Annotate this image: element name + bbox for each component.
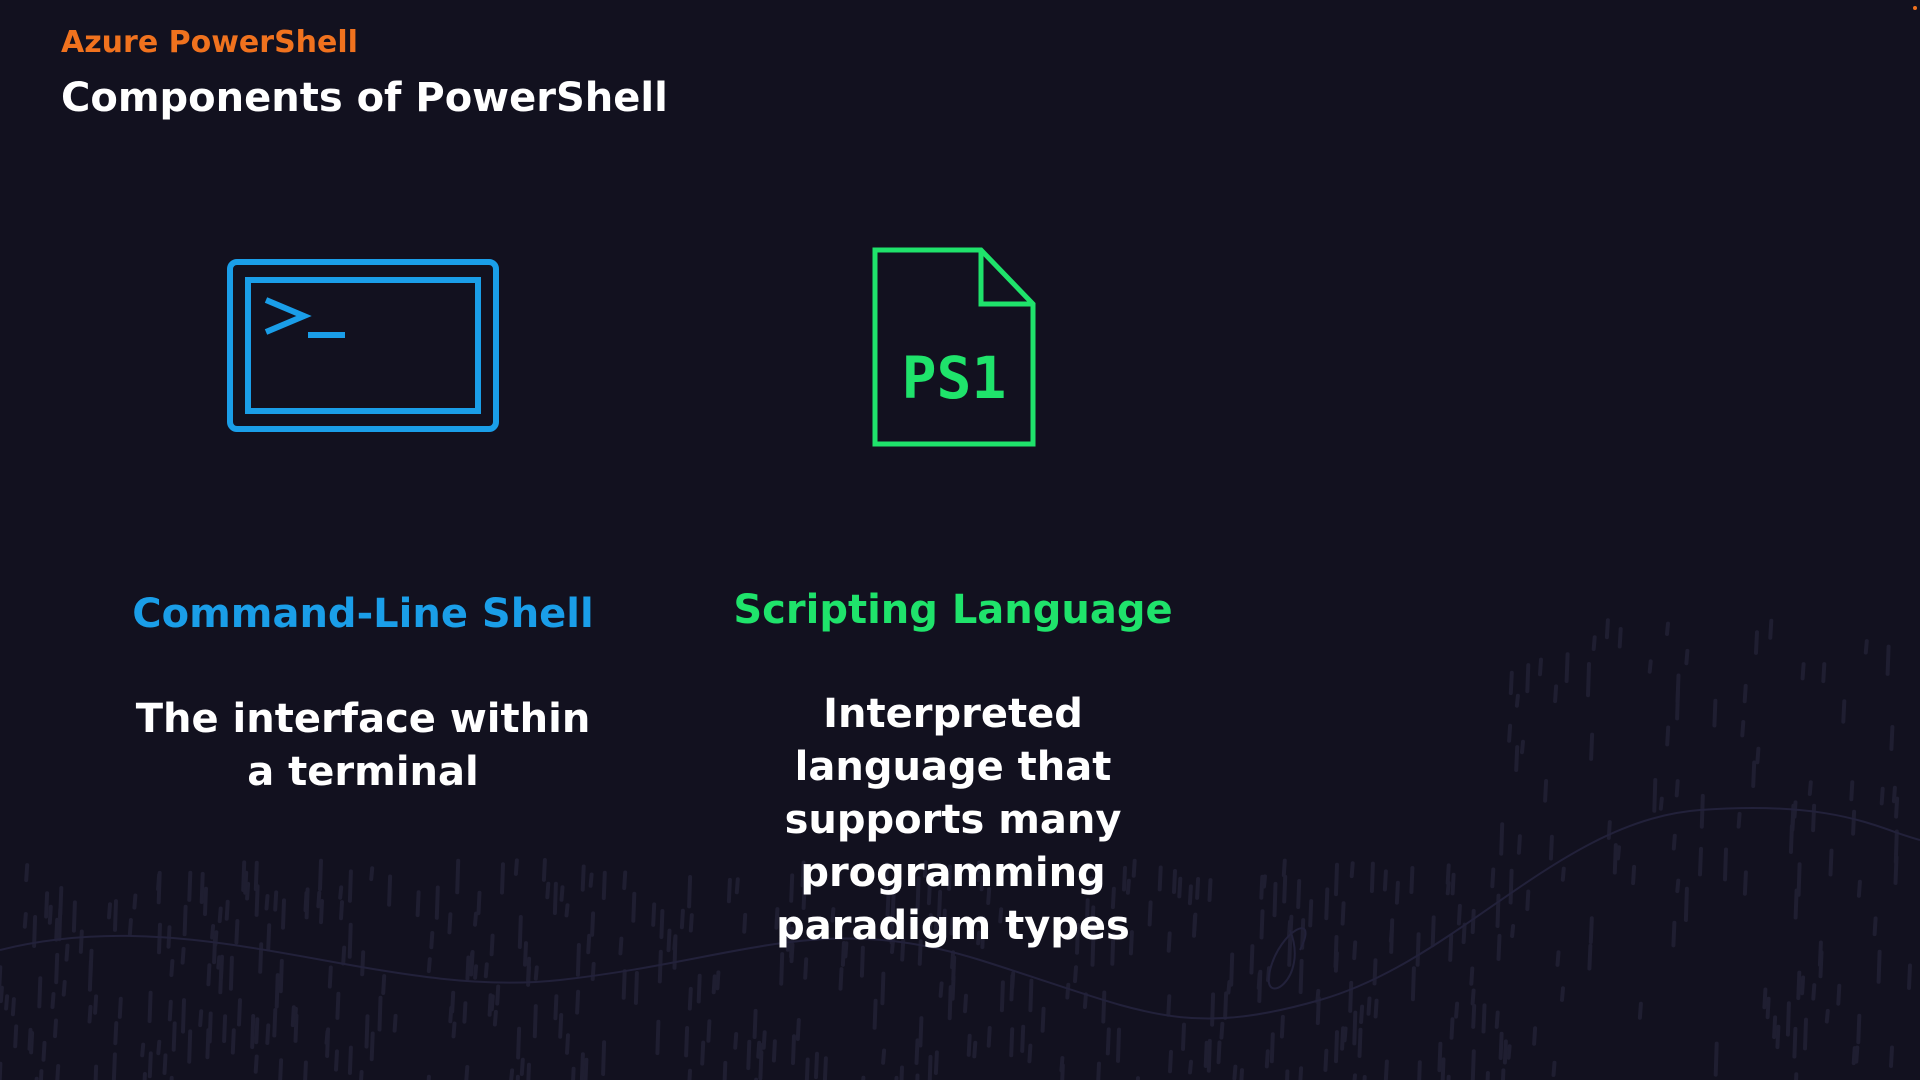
card-command-line-shell: Command-Line Shell The interface within … <box>113 0 613 1080</box>
slide-eyebrow: Azure PowerShell <box>61 25 358 60</box>
card-description: Interpreted language that supports many … <box>776 691 1130 949</box>
header: Azure PowerShell Components of PowerShel… <box>61 24 668 124</box>
card-description: The interface within a terminal <box>135 696 591 795</box>
card-scripting-language: PS1 Scripting Language Interpreted langu… <box>703 0 1203 1080</box>
terminal-icon <box>226 258 500 437</box>
card-title: Command-Line Shell <box>132 591 594 637</box>
slide-title: Components of PowerShell <box>61 75 668 121</box>
ps1-file-icon: PS1 <box>871 246 1039 452</box>
corner-dot <box>1913 6 1917 10</box>
card-title: Scripting Language <box>733 587 1173 633</box>
ps1-label: PS1 <box>902 344 1007 412</box>
